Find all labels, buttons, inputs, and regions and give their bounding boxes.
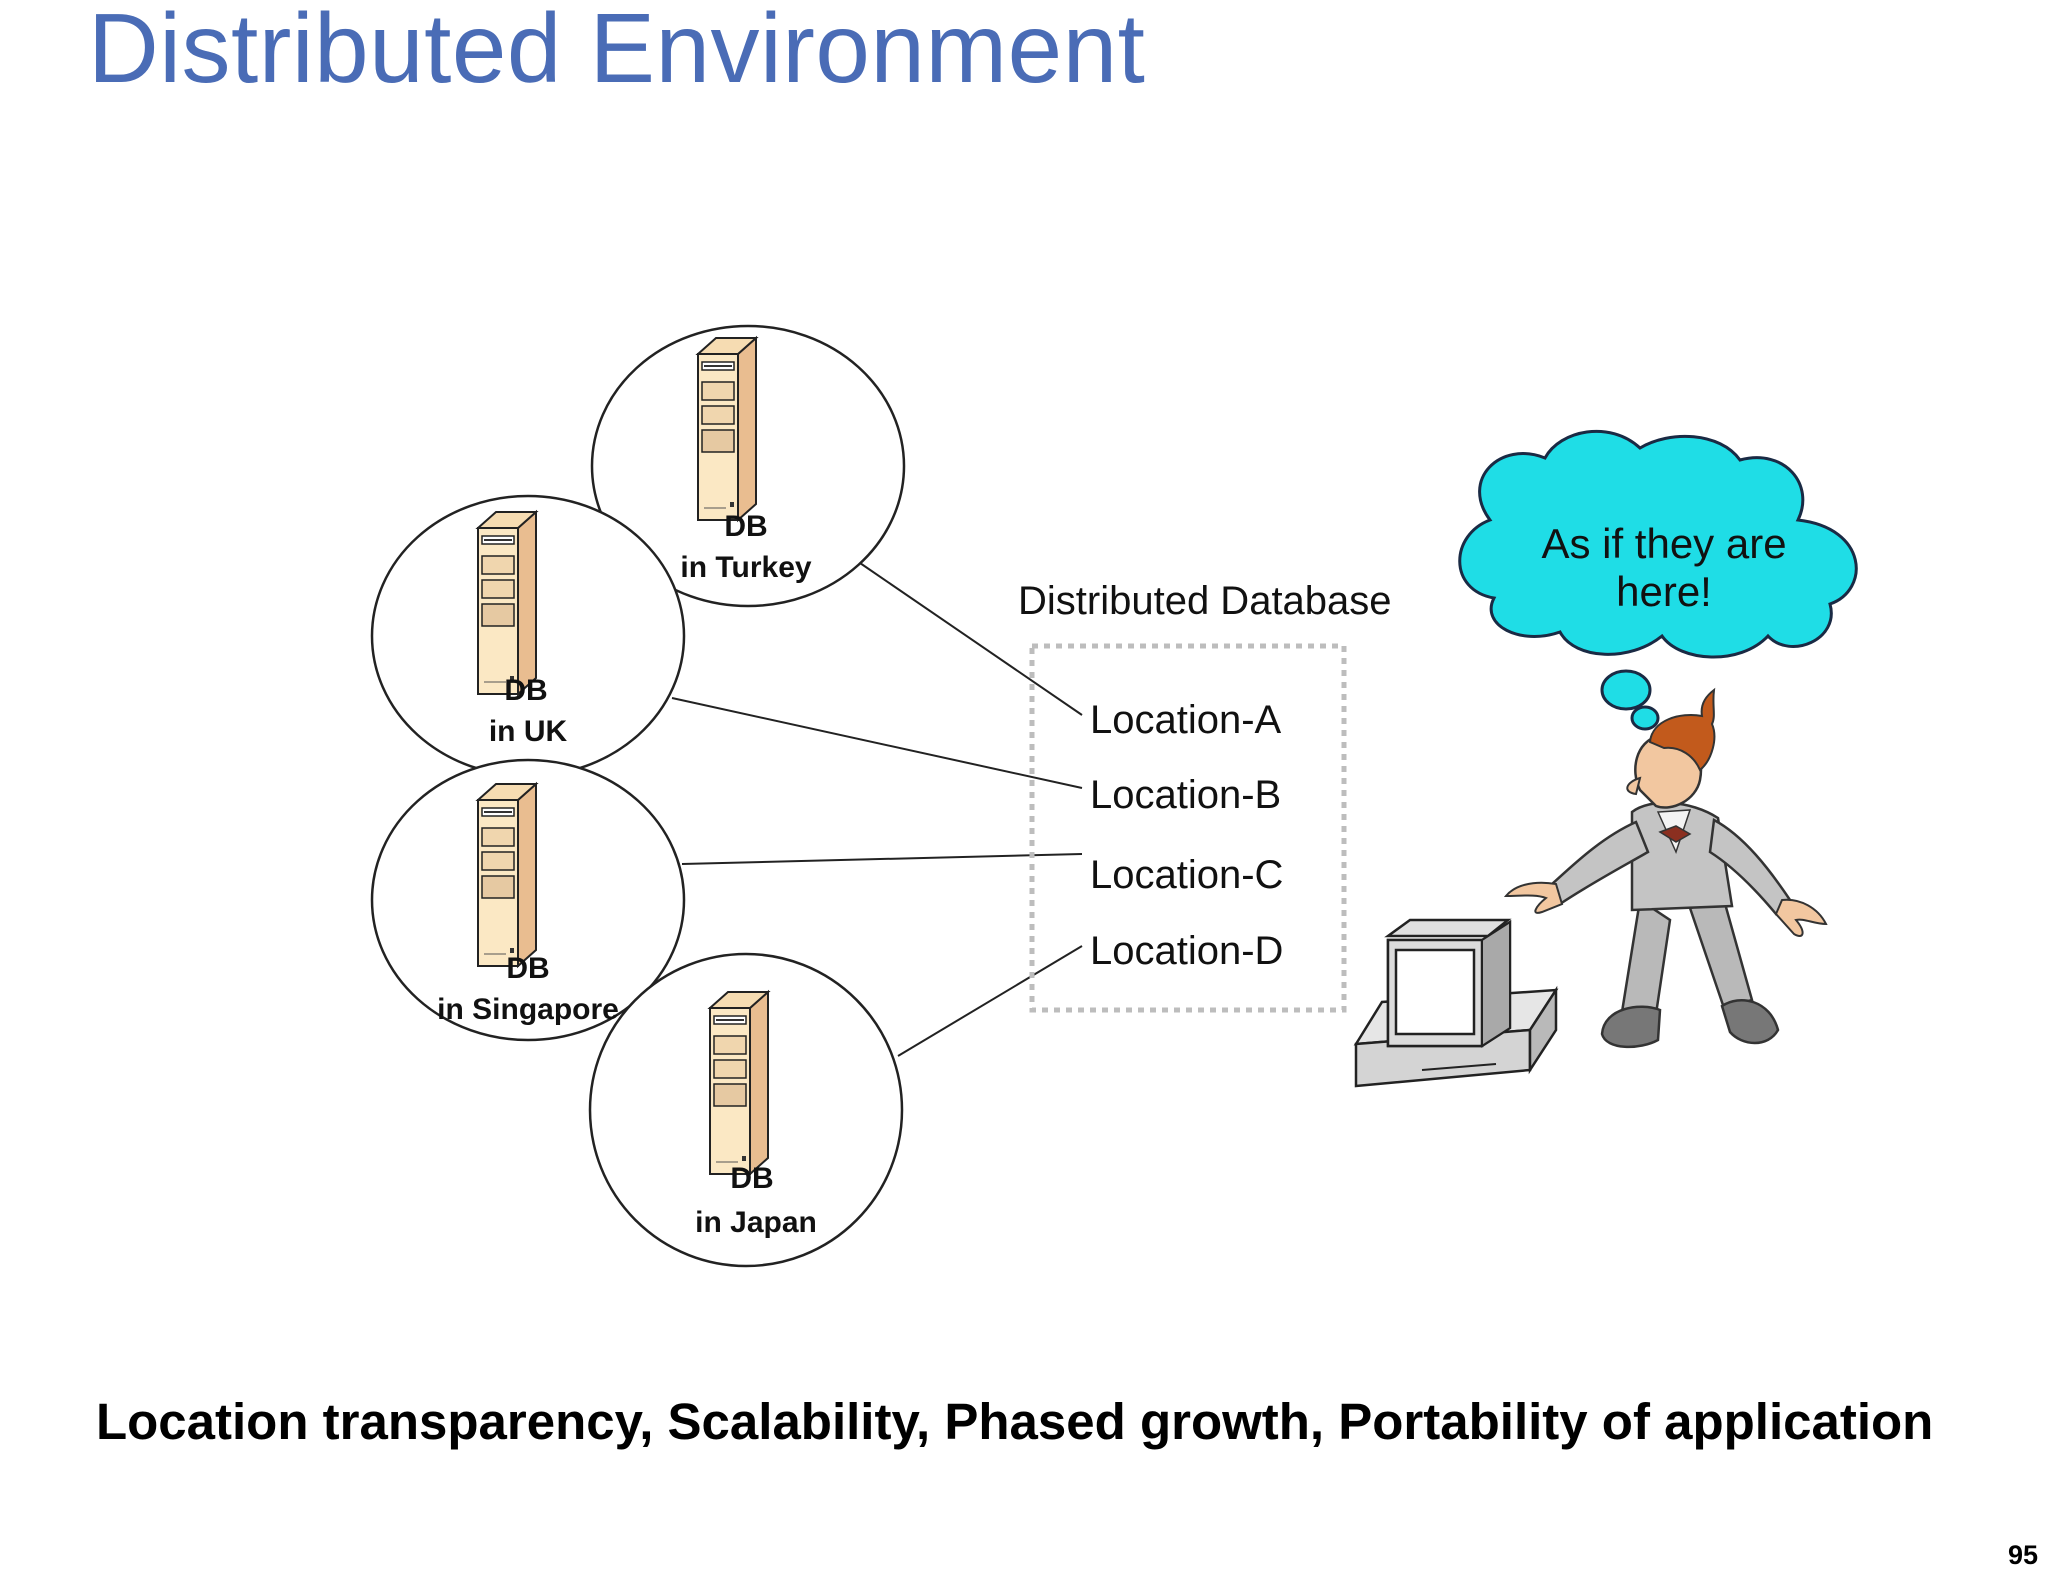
location-label: Location-D [1090, 929, 1283, 973]
thought-bubble: As if they are here! [1458, 429, 1858, 742]
distributed-database-box [1029, 643, 1347, 1013]
db-label: DB [724, 510, 767, 543]
server-icon [477, 783, 537, 967]
link-turkey-location-a [859, 562, 1083, 716]
db-node-turkey: DB in Turkey [590, 324, 906, 608]
thought-dot [1600, 669, 1652, 711]
db-location-label: in Turkey [680, 551, 811, 584]
computer-icon [1353, 918, 1559, 1088]
page-number: 95 [2007, 1540, 2038, 1570]
location-label: Location-A [1090, 698, 1282, 742]
distributed-database-title: Distributed Database [1018, 579, 1392, 623]
server-icon [709, 991, 769, 1175]
db-label: DB [504, 674, 547, 707]
link-japan-location-d [897, 945, 1083, 1057]
thought-cloud-shape [1458, 429, 1858, 659]
man-figure-icon [1503, 687, 1828, 1049]
server-icon [697, 337, 757, 521]
summary-text: Location transparency, Scalability, Phas… [96, 1393, 1934, 1450]
link-uk-location-b [671, 697, 1083, 789]
db-node-uk: DB in UK [370, 494, 686, 778]
db-label: DB [506, 952, 549, 985]
db-node-singapore: DB in Singapore [370, 758, 686, 1042]
location-label: Location-B [1090, 773, 1281, 817]
server-icon [477, 511, 537, 695]
link-singapore-location-c [681, 853, 1083, 865]
db-label: DB [730, 1162, 773, 1195]
slide-title: Distributed Environment [88, 0, 1146, 103]
distributed-database: Distributed Database Location-A Location… [1018, 579, 1392, 1013]
db-location-label: in Japan [695, 1206, 817, 1239]
thought-dot [1630, 705, 1660, 731]
thought-text: As if they are [1541, 520, 1786, 567]
location-label: Location-C [1090, 853, 1283, 897]
thought-text: here! [1616, 568, 1712, 615]
db-location-label: in UK [489, 715, 568, 748]
db-node-japan: DB in Japan [588, 952, 904, 1268]
db-location-label: in Singapore [437, 993, 619, 1026]
